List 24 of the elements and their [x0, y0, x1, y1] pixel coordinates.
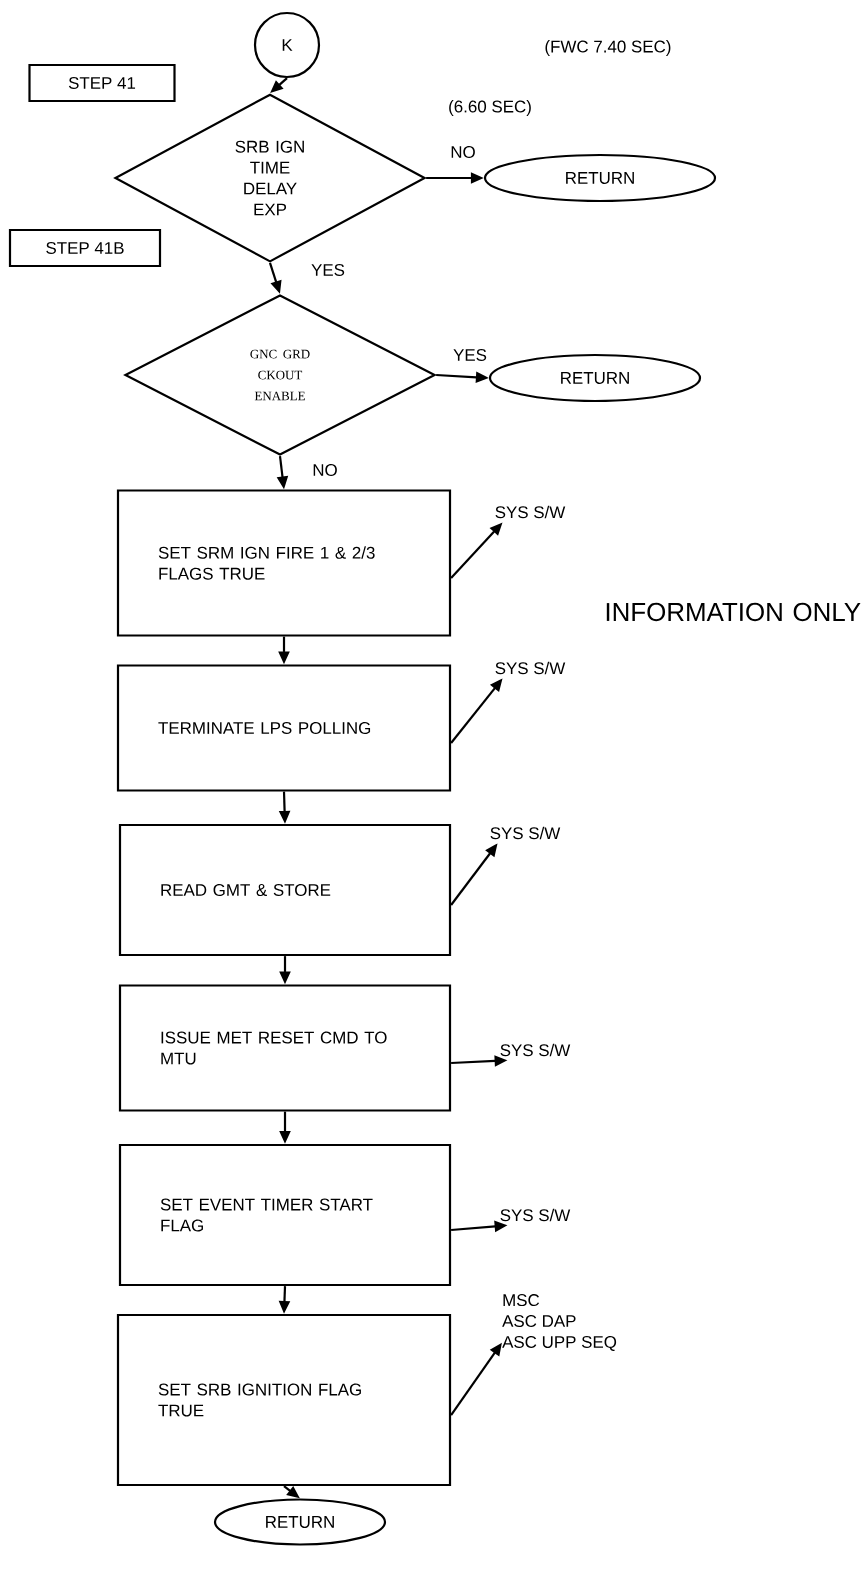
process-box: READ GMT & STORE	[118, 823, 452, 957]
process-box: ISSUE MET RESET CMD TO MTU	[118, 984, 452, 1112]
edge-label: NO	[449, 145, 477, 159]
terminal-oval: RETURN	[213, 1498, 387, 1546]
output-label: SYS S/W	[495, 661, 566, 675]
terminal-oval: RETURN	[488, 353, 702, 403]
watermark-note: INFORMATION ONLY	[606, 602, 861, 622]
edge-label: YES	[310, 263, 346, 277]
process-box: SET SRM IGN FIRE 1 & 2/3 FLAGS TRUE	[116, 489, 452, 637]
output-label: SYS S/W	[490, 826, 561, 840]
step-label-box: STEP 41B	[8, 228, 162, 268]
process-box: SET EVENT TIMER START FLAG	[118, 1143, 452, 1287]
output-label: SYS S/W	[495, 505, 566, 519]
edge-label: NO	[311, 463, 339, 477]
output-label: SYS S/W	[500, 1043, 571, 1057]
process-box: TERMINATE LPS POLLING	[116, 664, 452, 792]
edge-label: YES	[452, 348, 488, 362]
terminal-oval: RETURN	[483, 153, 717, 203]
output-label: MSC ASC DAP ASC UPP SEQ	[502, 1294, 617, 1351]
output-label: SYS S/W	[500, 1208, 571, 1222]
process-box: SET SRB IGNITION FLAG TRUE	[116, 1313, 452, 1487]
annotation-text: (6.60 SEC)	[449, 100, 531, 116]
step-label-box: STEP 41	[28, 63, 176, 103]
annotation-text: (FWC 7.40 SEC)	[545, 40, 671, 56]
